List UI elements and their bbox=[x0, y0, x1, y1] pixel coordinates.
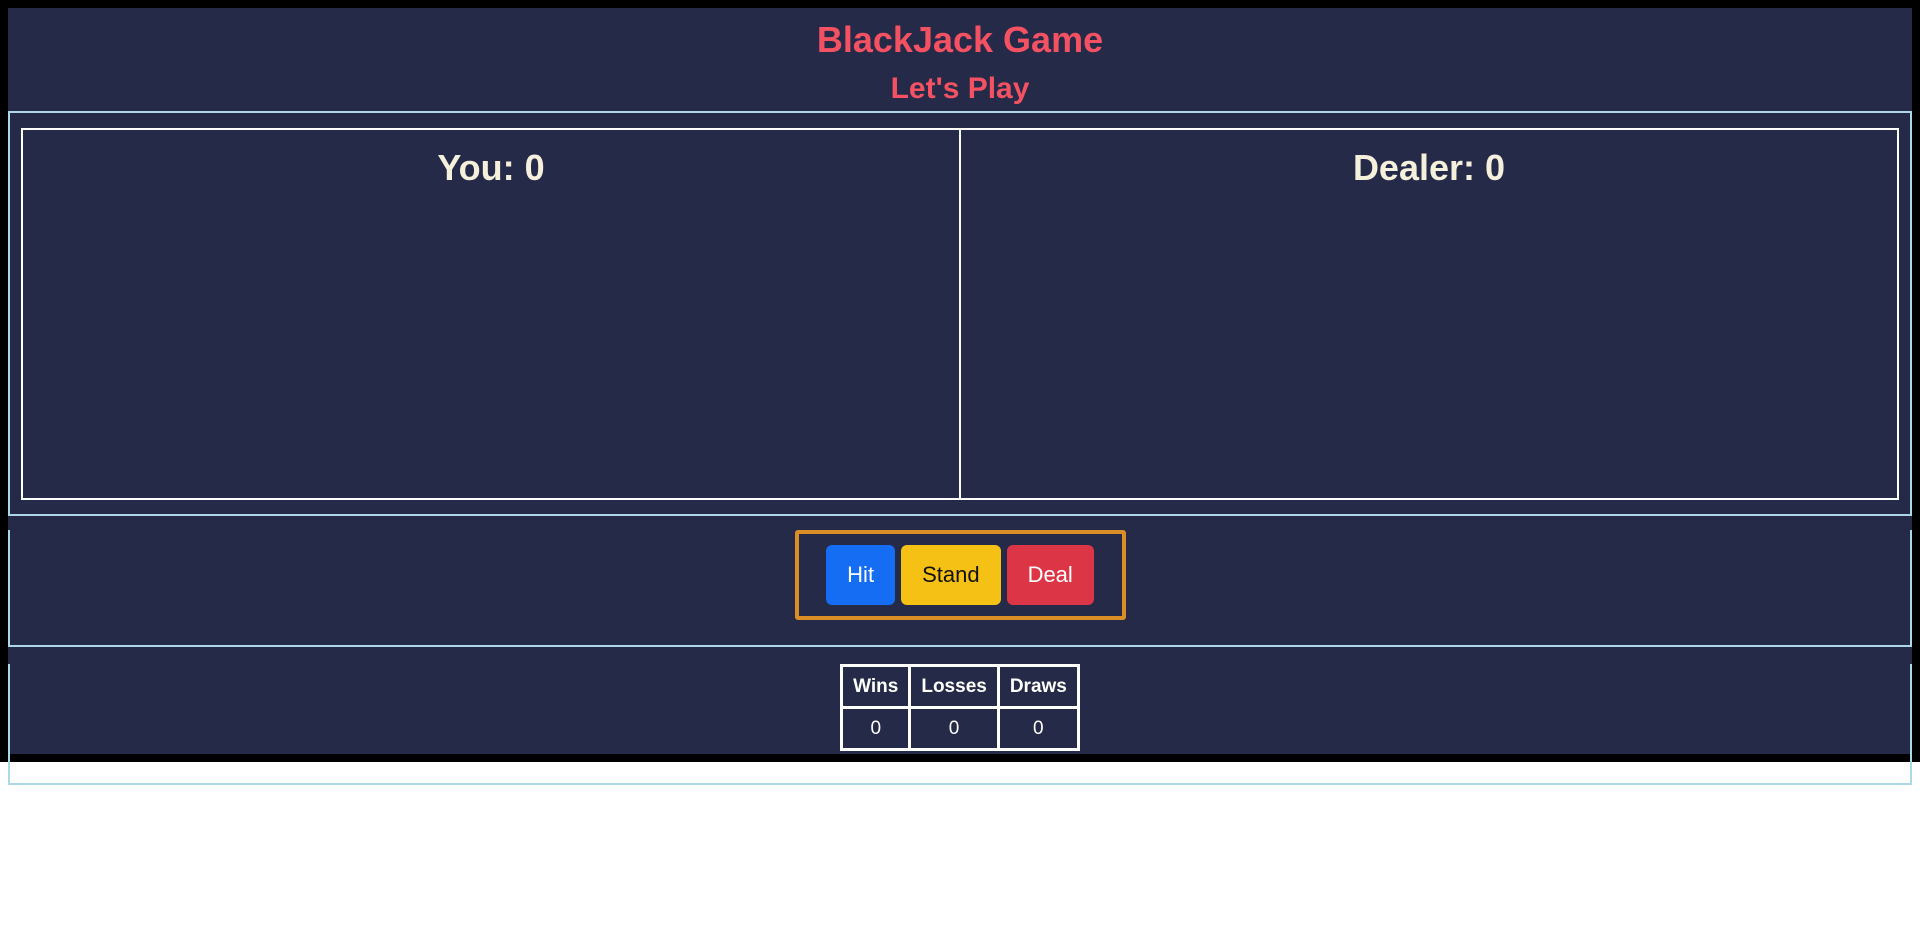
stats-value-losses: 0 bbox=[908, 706, 1000, 751]
page-title: BlackJack Game bbox=[816, 19, 1104, 60]
deal-button[interactable]: Deal bbox=[1006, 545, 1094, 605]
game-container: BlackJack Game Let's Play You: 0 Dealer:… bbox=[0, 0, 1920, 785]
controls-section: Hit Stand Deal bbox=[8, 530, 1912, 647]
stats-header-row: Wins Losses Draws bbox=[840, 664, 1080, 709]
dealer-score: Dealer: 0 bbox=[961, 130, 1897, 188]
stats-value-row: 0 0 0 bbox=[840, 706, 1080, 751]
stats-section: Wins Losses Draws 0 0 0 bbox=[8, 664, 1912, 785]
player-score-value: 0 bbox=[524, 147, 545, 188]
hit-button[interactable]: Hit bbox=[826, 545, 896, 605]
board: You: 0 Dealer: 0 bbox=[8, 111, 1912, 516]
controls-box: Hit Stand Deal bbox=[794, 530, 1126, 620]
stats-table: Wins Losses Draws 0 0 0 bbox=[840, 664, 1080, 751]
stand-button[interactable]: Stand bbox=[901, 545, 1001, 605]
game-header: BlackJack Game Let's Play bbox=[8, 8, 1912, 111]
stats-header-draws: Draws bbox=[996, 664, 1080, 709]
page-subtitle: Let's Play bbox=[890, 72, 1030, 105]
dealer-score-label: Dealer: bbox=[1352, 147, 1475, 188]
dealer-panel: Dealer: 0 bbox=[961, 128, 1899, 500]
player-score: You: 0 bbox=[23, 130, 959, 188]
stats-value-draws: 0 bbox=[996, 706, 1080, 751]
stats-header-wins: Wins bbox=[840, 664, 912, 709]
stats-value-wins: 0 bbox=[840, 706, 912, 751]
player-score-label: You: bbox=[437, 147, 515, 188]
dealer-score-value: 0 bbox=[1485, 147, 1506, 188]
player-panel: You: 0 bbox=[21, 128, 961, 500]
stats-header-losses: Losses bbox=[908, 664, 1000, 709]
